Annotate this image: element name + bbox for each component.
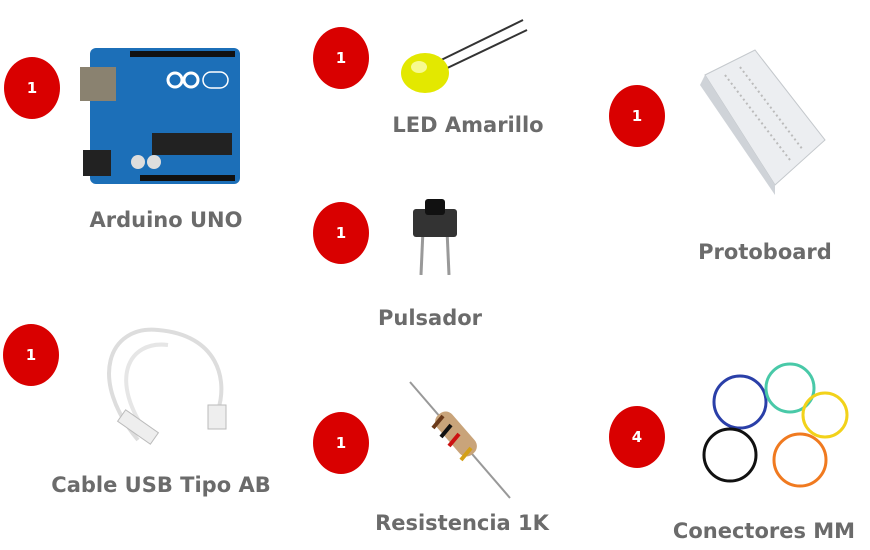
quantity-badge-pulsador: 1 (313, 202, 369, 264)
quantity-badge-arduino: 1 (4, 57, 60, 119)
quantity-badge-protoboard: 1 (609, 85, 665, 147)
usb-cable-image (107, 327, 227, 445)
item-label-conectores: Conectores MM (672, 519, 856, 543)
resistor-image (409, 381, 511, 499)
item-label-resistencia: Resistencia 1K (375, 511, 549, 535)
quantity-badge-led: 1 (313, 27, 369, 89)
quantity-badge-conectores: 4 (609, 406, 665, 468)
push-button-image (413, 199, 457, 275)
yellow-led-image (401, 19, 528, 93)
quantity-badge-resistencia: 1 (313, 412, 369, 474)
arduino-uno-image (80, 48, 240, 184)
quantity-badge-cable-usb: 1 (3, 324, 59, 386)
item-label-protoboard: Protoboard (698, 240, 832, 264)
jumper-wires-image (702, 362, 849, 488)
item-label-led: LED Amarillo (392, 113, 544, 137)
item-label-pulsador: Pulsador (377, 306, 483, 330)
item-label-arduino: Arduino UNO (89, 208, 243, 232)
item-label-cable-usb: Cable USB Tipo AB (51, 473, 271, 497)
protoboard-image (700, 49, 826, 195)
